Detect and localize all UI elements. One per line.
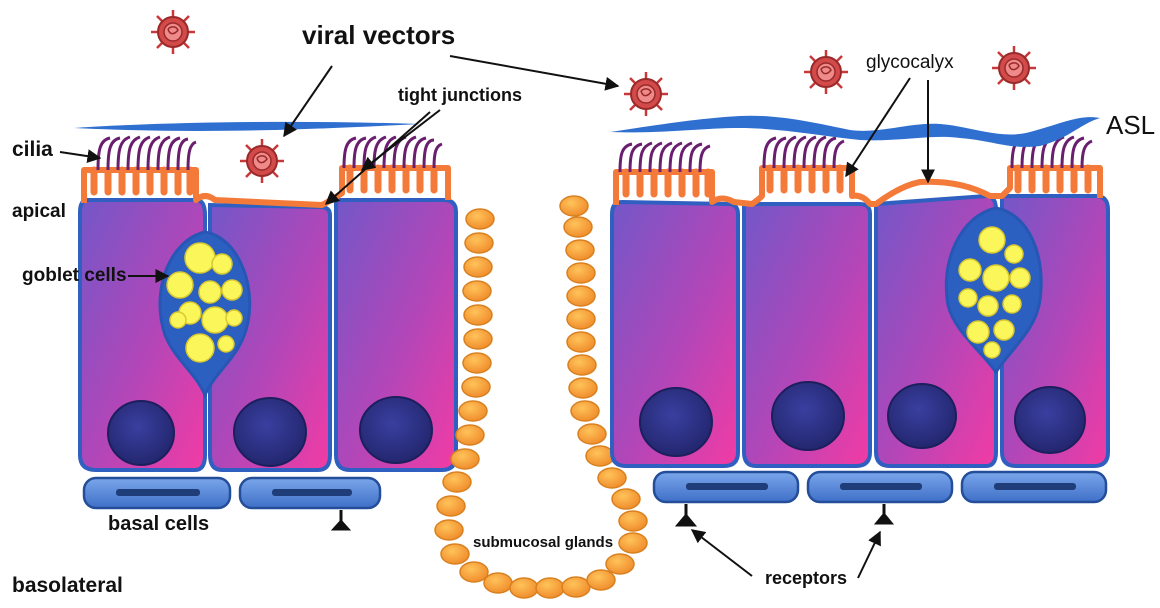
right-basal-cells [654, 472, 1106, 502]
right-nucleus-4 [1015, 387, 1085, 453]
left-nucleus-3 [360, 397, 432, 463]
right-apical-villi [626, 168, 1088, 194]
right-nucleus-2 [772, 382, 844, 450]
label-viral-vectors: viral vectors [302, 20, 455, 51]
label-receptors: receptors [765, 568, 847, 589]
left-cilia-group-2 [344, 137, 442, 168]
right-nucleus-3 [888, 384, 956, 448]
right-epithelium [610, 116, 1108, 526]
label-basolateral: basolateral [12, 574, 123, 598]
arrow-cilia [60, 152, 100, 158]
arrow-receptors-2 [858, 532, 880, 578]
label-asl: ASL [1106, 110, 1155, 141]
right-receptor-2 [875, 504, 893, 524]
label-goblet-cells: goblet cells [22, 265, 127, 287]
virus-1 [151, 10, 195, 54]
label-cilia: cilia [12, 138, 53, 162]
label-submucosal-glands: submucosal glands [473, 534, 613, 551]
right-nucleus-1 [640, 388, 712, 456]
label-apical: apical [12, 201, 66, 223]
right-receptor-1 [676, 504, 696, 526]
right-cilia-group-1 [620, 143, 710, 172]
left-cilia-group-1 [98, 137, 196, 170]
left-receptor [332, 510, 350, 530]
label-tight-junctions: tight junctions [398, 85, 522, 106]
label-basal-cells: basal cells [108, 513, 209, 536]
right-cilia-group-2 [764, 137, 844, 168]
arrow-receptors-1 [692, 530, 752, 576]
virus-2 [240, 139, 284, 183]
virus-5 [992, 46, 1036, 90]
left-nucleus-1 [108, 401, 174, 465]
right-asl-layer [610, 116, 1100, 147]
left-nucleus-2 [234, 398, 306, 466]
left-basal-cells [84, 478, 380, 508]
virus-3 [624, 72, 668, 116]
label-glycocalyx: glycocalyx [866, 52, 954, 74]
arrow-viral-vectors-2 [450, 56, 618, 86]
left-epithelium [74, 122, 456, 530]
virus-4 [804, 50, 848, 94]
left-asl-layer [74, 122, 420, 131]
